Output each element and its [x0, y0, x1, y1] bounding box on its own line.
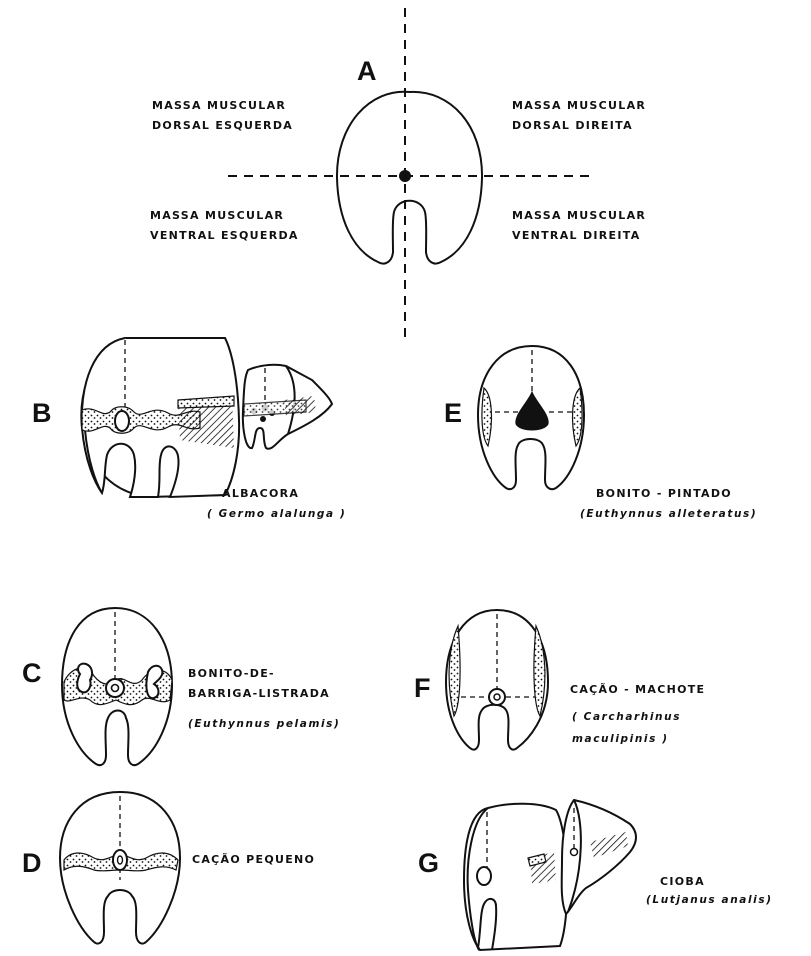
species-c-scientific-name: (Euthynnus pelamis) — [188, 718, 340, 730]
species-b-common-name: ALBACORA — [222, 484, 299, 504]
species-c-common-line: BONITO-DE- — [188, 664, 330, 684]
quadrant-label-line: MASSA MUSCULAR — [152, 96, 293, 116]
panel-letter-f: F — [414, 673, 431, 704]
section-a-drawing — [228, 8, 595, 340]
panel-letter-g: G — [418, 848, 439, 879]
panel-letter-c: C — [22, 658, 42, 689]
species-g-common-name: CIOBA — [660, 872, 705, 892]
panel-letter-e: E — [444, 398, 462, 429]
panel-letter-a: A — [357, 56, 377, 87]
quadrant-label-ventral-right: MASSA MUSCULAR VENTRAL DIREITA — [512, 206, 646, 246]
quadrant-label-line: DORSAL DIREITA — [512, 116, 646, 136]
quadrant-label-line: MASSA MUSCULAR — [150, 206, 299, 226]
section-g-drawing — [464, 800, 636, 950]
species-d-common-name: CAÇÃO PEQUENO — [192, 850, 315, 870]
species-f-scientific-name: ( Carcharhinus maculipinis ) — [572, 706, 681, 750]
quadrant-label-line: VENTRAL DIREITA — [512, 226, 646, 246]
species-f-scientific-line: maculipinis ) — [572, 728, 681, 750]
quadrant-label-line: DORSAL ESQUERDA — [152, 116, 293, 136]
quadrant-label-ventral-left: MASSA MUSCULAR VENTRAL ESQUERDA — [150, 206, 299, 246]
panel-letter-b: B — [32, 398, 52, 429]
species-c-common-line: BARRIGA-LISTRADA — [188, 684, 330, 704]
species-f-scientific-line: ( Carcharhinus — [572, 706, 681, 728]
quadrant-label-dorsal-left: MASSA MUSCULAR DORSAL ESQUERDA — [152, 96, 293, 136]
quadrant-label-dorsal-right: MASSA MUSCULAR DORSAL DIREITA — [512, 96, 646, 136]
section-c-drawing — [62, 608, 172, 765]
species-b-scientific-name: ( Germo alalunga ) — [207, 508, 346, 520]
panel-letter-d: D — [22, 848, 42, 879]
species-g-scientific-name: (Lutjanus analis) — [646, 894, 773, 906]
quadrant-label-line: MASSA MUSCULAR — [512, 206, 646, 226]
section-b-drawing — [81, 338, 332, 497]
quadrant-label-line: MASSA MUSCULAR — [512, 96, 646, 116]
species-e-common-name: BONITO - PINTADO — [596, 484, 732, 504]
section-e-drawing — [478, 346, 584, 489]
quadrant-label-line: VENTRAL ESQUERDA — [150, 226, 299, 246]
species-c-common-name: BONITO-DE- BARRIGA-LISTRADA — [188, 664, 330, 704]
section-d-drawing — [60, 792, 180, 944]
section-f-drawing — [446, 610, 548, 750]
species-e-scientific-name: (Euthynnus alleteratus) — [580, 508, 757, 520]
species-f-common-name: CAÇÃO - MACHOTE — [570, 680, 705, 700]
